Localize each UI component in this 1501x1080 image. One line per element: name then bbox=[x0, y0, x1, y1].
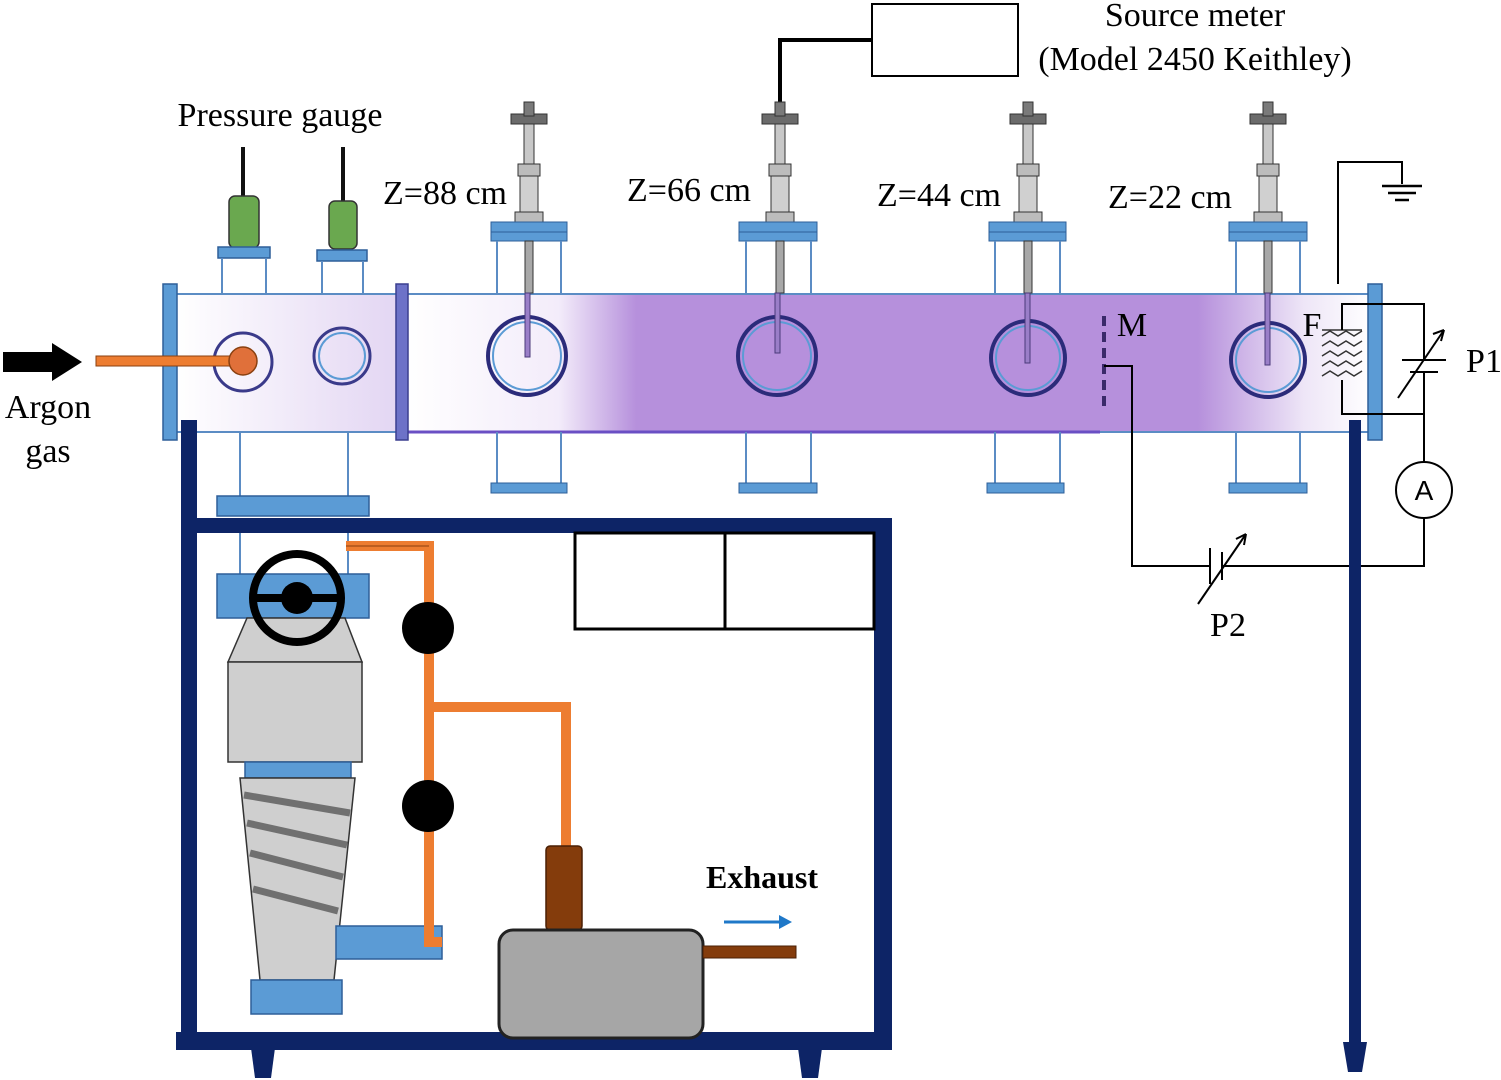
exhaust-label: Exhaust bbox=[706, 859, 818, 895]
turbomolecular-pump bbox=[216, 432, 443, 1015]
p1-variable-arrow-icon bbox=[1397, 329, 1445, 399]
power-supply-p1-label: P1 bbox=[1466, 343, 1501, 380]
langmuir-probe-z66: Z=66 cm bbox=[627, 101, 818, 494]
gas-feed-pipe bbox=[95, 355, 245, 367]
pressure-gauge-label: Pressure gauge bbox=[178, 97, 383, 134]
source-meter-cable bbox=[778, 38, 872, 110]
gas-nozzle bbox=[228, 346, 258, 376]
probe-label-z44: Z=44 cm bbox=[877, 177, 1001, 214]
source-meter: Source meter (Model 2450 Keithley) bbox=[778, 0, 1352, 110]
source-meter-box bbox=[871, 3, 1019, 77]
foreline-plumbing bbox=[346, 541, 571, 947]
plasma-column bbox=[403, 293, 1373, 433]
probe-label-z66: Z=66 cm bbox=[627, 172, 751, 209]
langmuir-probe-z88: Z=88 cm bbox=[383, 101, 568, 494]
frame-left-leg bbox=[181, 420, 197, 1042]
source-meter-model: (Model 2450 Keithley) bbox=[1038, 41, 1352, 78]
frame-top-bar bbox=[186, 518, 892, 533]
argon-label-gas: gas bbox=[25, 433, 70, 470]
frame-foot-left bbox=[251, 1048, 275, 1078]
frame-right-leg bbox=[874, 528, 892, 1042]
viewport-left-2 bbox=[312, 326, 372, 386]
support-frame bbox=[176, 420, 1367, 1078]
pump-housing bbox=[227, 661, 363, 763]
plasma-chamber bbox=[162, 283, 1383, 441]
langmuir-probe-z22: Z=22 cm bbox=[1108, 101, 1308, 494]
rotary-pump-body bbox=[497, 928, 705, 1040]
probe-label-z22: Z=22 cm bbox=[1108, 179, 1232, 216]
frame-right-post bbox=[1349, 420, 1361, 1042]
rotary-pump: Exhaust bbox=[497, 845, 818, 1040]
probe-label-z88: Z=88 cm bbox=[383, 175, 507, 212]
middle-flange bbox=[395, 283, 409, 441]
pump-port-flange bbox=[216, 495, 370, 517]
control-box-1 bbox=[573, 531, 727, 631]
pressure-gauges: Pressure gauge bbox=[178, 97, 383, 295]
valve-lower[interactable] bbox=[402, 780, 454, 832]
gauge-flange-2 bbox=[316, 249, 368, 262]
p2-variable-arrow-icon bbox=[1197, 533, 1247, 605]
filament-circuit: F P1 A P2 bbox=[1104, 161, 1501, 644]
mesh-label: M bbox=[1117, 307, 1147, 344]
filament-label: F bbox=[1303, 307, 1322, 344]
rotary-pump-neck bbox=[545, 845, 583, 931]
pressure-gauge-1 bbox=[228, 195, 260, 249]
control-box-2 bbox=[723, 531, 876, 631]
exhaust-pipe bbox=[702, 945, 797, 959]
argon-label: Argon bbox=[5, 389, 91, 426]
ammeter-label: A bbox=[1415, 475, 1434, 506]
langmuir-probe-z44: Z=44 cm bbox=[877, 101, 1067, 494]
gauge-flange-1 bbox=[217, 246, 271, 259]
valve-upper[interactable] bbox=[402, 602, 454, 654]
argon-gas-inlet: Argon gas bbox=[3, 343, 258, 470]
frame-base bbox=[176, 1032, 892, 1050]
argon-arrow-icon bbox=[3, 343, 82, 381]
right-end-flange bbox=[1367, 283, 1383, 441]
source-meter-label: Source meter bbox=[1105, 0, 1286, 34]
frame-foot-right bbox=[798, 1048, 822, 1078]
mesh-grid: M bbox=[1102, 307, 1147, 412]
frame-foot-far-right bbox=[1343, 1042, 1367, 1072]
pressure-gauge-2 bbox=[328, 200, 358, 250]
power-supply-p2-label: P2 bbox=[1210, 607, 1246, 644]
